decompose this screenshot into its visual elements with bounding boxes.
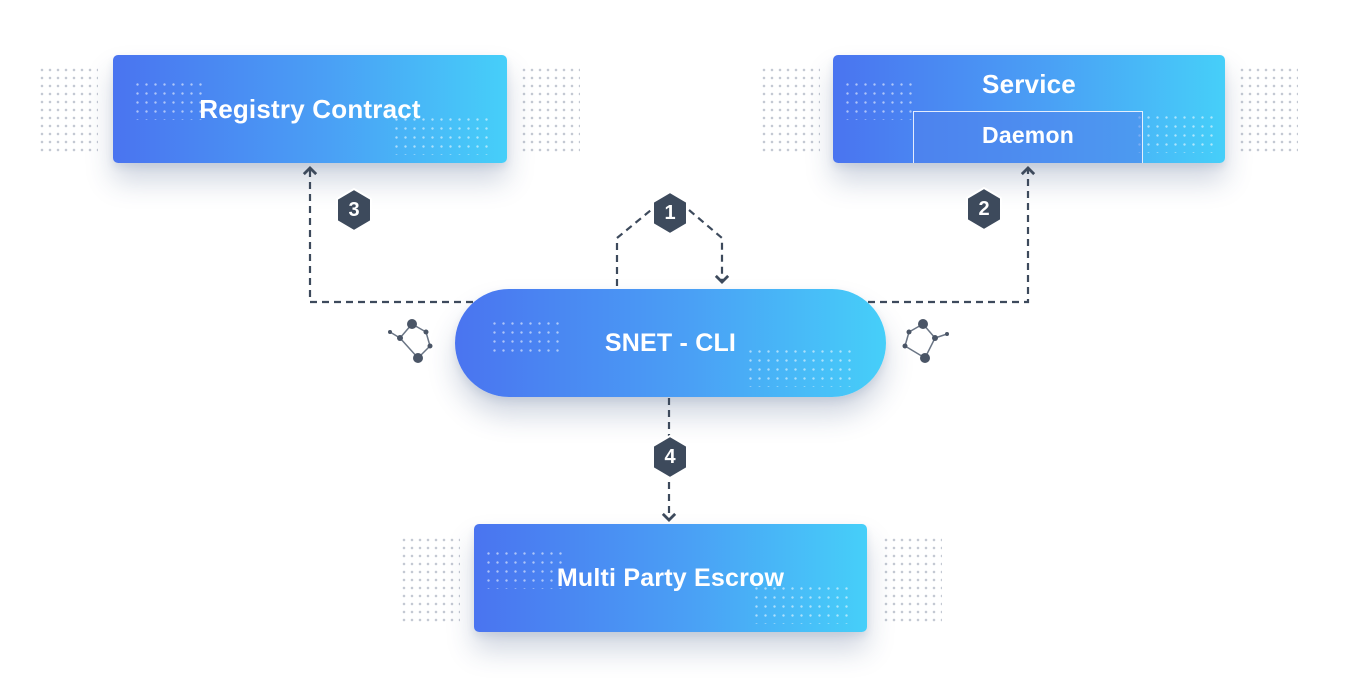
decor-dots bbox=[490, 319, 560, 354]
decor-dots bbox=[392, 115, 492, 155]
step-badge-1: 1 bbox=[650, 191, 690, 235]
decor-dots bbox=[484, 549, 564, 589]
decor-dots bbox=[38, 66, 98, 156]
decor-dots bbox=[520, 66, 580, 156]
decor-dots bbox=[1135, 113, 1215, 153]
decor-dots bbox=[843, 80, 913, 120]
decor-dots bbox=[752, 584, 852, 624]
daemon-label: Daemon bbox=[982, 122, 1074, 148]
step-badge-3: 3 bbox=[334, 188, 374, 232]
snet-cli-node: SNET - CLI bbox=[455, 289, 886, 397]
decor-dots bbox=[133, 80, 203, 120]
decor-dots bbox=[760, 66, 820, 156]
decor-dots bbox=[400, 536, 460, 626]
multi-party-escrow-node: Multi Party Escrow bbox=[474, 524, 867, 632]
network-icon bbox=[902, 319, 949, 363]
registry-contract-label: Registry Contract bbox=[199, 93, 421, 124]
network-icon bbox=[388, 319, 433, 363]
service-label: Service bbox=[982, 69, 1076, 99]
daemon-node: Daemon bbox=[913, 111, 1143, 163]
step-badge-4: 4 bbox=[650, 435, 690, 479]
decor-dots bbox=[746, 347, 856, 387]
registry-contract-node: Registry Contract bbox=[113, 55, 507, 163]
decor-dots bbox=[1238, 66, 1298, 156]
multi-party-escrow-label: Multi Party Escrow bbox=[556, 563, 785, 592]
service-node: Service Daemon bbox=[833, 55, 1225, 163]
connector-cli-service bbox=[868, 166, 1036, 304]
snet-cli-label: SNET - CLI bbox=[604, 328, 737, 357]
decor-dots bbox=[882, 536, 942, 626]
step-badge-2: 2 bbox=[964, 187, 1004, 231]
